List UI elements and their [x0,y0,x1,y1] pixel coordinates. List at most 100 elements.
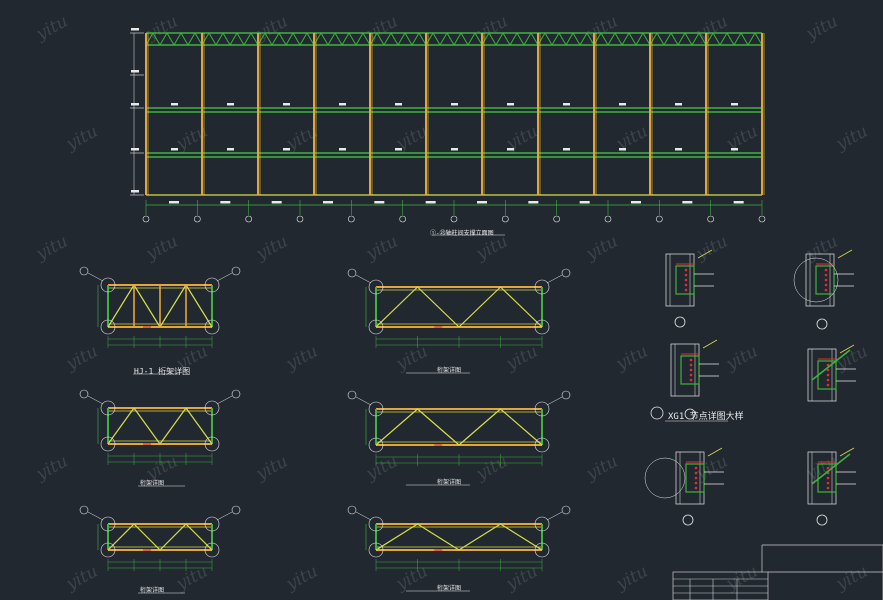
detail-circle [793,257,839,303]
truss-web [502,32,511,46]
truss-web [544,32,553,46]
truss-web [271,32,280,46]
leader [546,396,563,406]
axis-bubble [707,215,714,223]
axis-bubble [245,215,252,223]
dimension-text [169,201,179,204]
axis-bubble [502,215,509,223]
xg1-bubble [650,406,664,420]
beam-tag [171,103,178,106]
truss-web [446,32,455,46]
watermark-text: yitu [692,231,731,265]
beam-tag [619,103,626,106]
truss-diagonal [500,286,543,328]
truss-web [579,32,588,46]
watermark-text: yitu [692,11,731,45]
truss-diagonal [500,408,543,446]
leader [87,395,104,405]
detail-circle [644,457,686,499]
truss-details [79,266,571,594]
watermark-text: yitu [582,11,621,45]
dimension-text [323,201,333,204]
truss-diagonal [185,407,213,445]
node-circle [368,279,384,295]
beam-tag [675,148,682,151]
truss-web [201,32,210,46]
dimension-text [528,201,539,204]
truss-diagonal [417,523,460,551]
truss-web [264,32,273,46]
truss-web [404,32,413,46]
truss-web [649,32,658,46]
truss-web [698,32,707,46]
detail-bubble [561,390,571,400]
node-detail-3 [670,339,719,397]
dimension-text [682,201,693,204]
elevation-title: ①-㉓轴柱间支撑立面图 [430,230,494,237]
truss-web [390,32,399,46]
truss-web [432,32,441,46]
truss-hj1-title: HJ-1 桁架详图 [134,367,191,376]
beam-tag [675,103,682,106]
axis-bubble [194,215,201,223]
truss-diagonal [107,407,135,445]
detail-bubble [561,505,571,515]
truss-web [726,32,735,46]
truss-c [347,390,571,466]
level-text [131,70,139,73]
truss-e [347,505,571,571]
node-circle [368,542,384,558]
truss-web [439,32,448,46]
watermark-text: yitu [832,121,871,155]
node-circle [368,516,384,532]
bolt [694,481,698,485]
gusset-plate [815,265,835,295]
level-text [131,103,139,106]
watermark-text: yitu [832,561,871,595]
watermark-text: yitu [32,11,71,45]
detail-bubble [79,266,89,276]
truss-web [607,32,616,46]
leader [837,249,853,259]
beam-tag [339,103,346,106]
node-circle [534,437,550,453]
node-bubble [684,408,696,420]
truss-web [411,32,420,46]
node-circle [204,436,220,452]
axis-bubble [142,215,150,223]
dimension-text [579,201,590,204]
detail-bubble [79,505,89,515]
truss-web [306,32,315,46]
watermark-text: yitu [612,121,651,155]
beam-tag [283,103,290,106]
bolt [689,363,693,367]
bolt [826,378,830,382]
truss-web [663,32,672,46]
truss-web [586,32,595,46]
watermark-text: yitu [802,231,841,265]
leader [355,396,372,406]
leader [839,447,855,457]
truss-web [467,32,476,46]
node-bubble [674,316,686,328]
truss-web [733,32,742,46]
watermark-text: yitu [612,561,651,595]
beam-tag [507,148,514,151]
truss-web [180,32,189,46]
node-circle [368,319,384,335]
beam-tag [283,148,290,151]
watermark-text: yitu [722,341,761,375]
title-block [672,544,883,600]
detail-bubble [347,390,357,400]
truss-web [747,32,756,46]
watermark-text: yitu [392,561,431,595]
truss-web [740,32,749,46]
truss-diagonal [500,523,543,551]
truss-web [670,32,679,46]
truss-diagonal [133,284,161,328]
beam-tag [227,103,234,106]
watermark-text: yitu [692,451,731,485]
bolt [826,486,830,490]
watermark-text: yitu [722,561,761,595]
truss-web [397,32,406,46]
